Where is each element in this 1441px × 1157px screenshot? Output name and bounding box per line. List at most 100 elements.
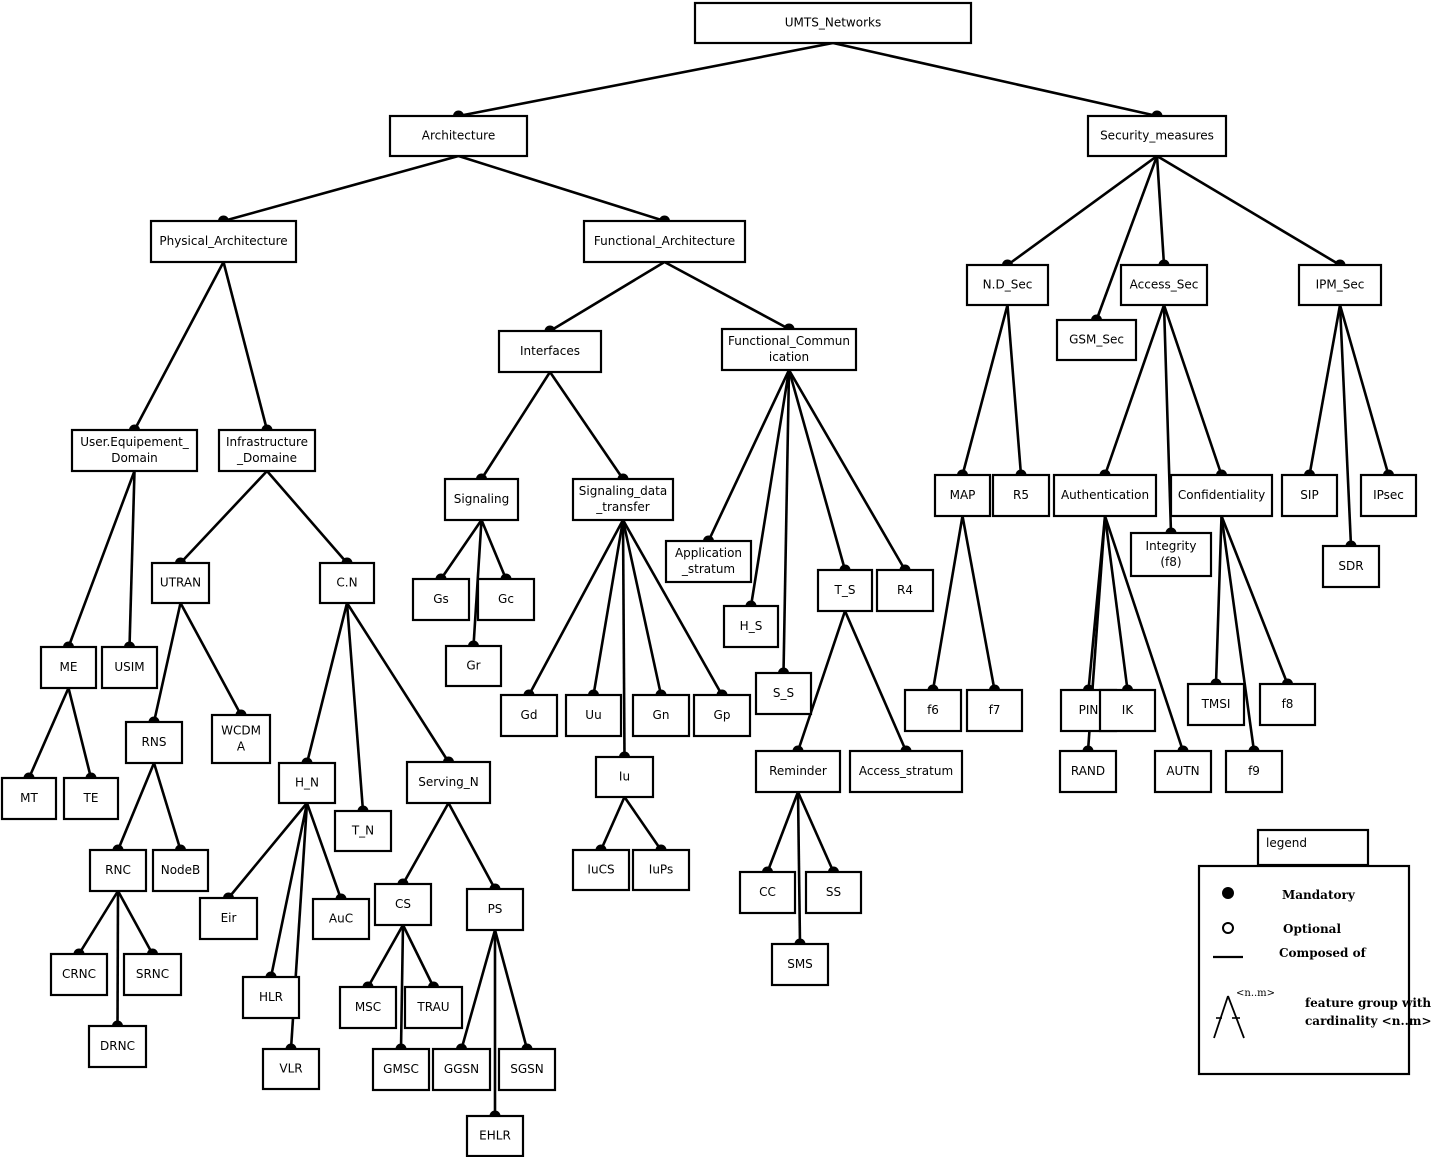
edge-map-to-f7 [961,515,996,691]
node-label-r5: R5 [1013,488,1029,502]
node-box-ipsec [1359,473,1418,518]
node-label-signaling-data-transfer-line2: _transfer [595,500,649,514]
node-label-interfaces: Interfaces [520,344,580,358]
node-label-signaling-data-transfer-line1: Signaling_data [579,484,667,498]
edge-infrastructure-domaine-to-c-n [266,470,348,564]
node-label-confidentiality: Confidentiality [1178,488,1265,502]
node-box-access-sec [1119,263,1209,307]
node-ss: SS [804,870,863,915]
node-box-crnc [49,952,109,997]
edge-map-to-f6 [931,515,964,691]
edge-ipm-sec-to-sip [1308,304,1342,476]
node-label-functional-architecture: Functional_Architecture [594,234,735,248]
node-f7: f7 [965,688,1024,733]
node-box-tmsi [1186,682,1246,727]
edge-t-s-to-reminder [796,610,847,752]
edge-security-measures-to-n-d-sec [1006,154,1158,267]
node-box-iucs [571,848,631,892]
node-r4: R4 [875,568,935,613]
node-box-c-n [318,561,376,605]
node-box-te [62,776,120,821]
node-access-sec: Access_Sec [1119,263,1209,307]
edge-access-sec-to-confidentiality [1162,304,1223,476]
node-label-functional-communication-line1: Functional_Commun [728,334,850,348]
edge-functional-communication-to-r4 [787,369,907,571]
node-label-infrastructure-domaine-line2: _Domaine [236,451,297,465]
node-label-auc: AuC [329,912,353,926]
edge-rnc-to-crnc [77,890,120,955]
node-box-t-s [816,568,874,613]
node-label-n-d-sec: N.D_Sec [983,278,1033,292]
node-label-gr: Gr [466,659,480,673]
node-label-mt: MT [20,791,38,805]
node-box-drnc [87,1024,148,1069]
node-box-sms [770,942,830,987]
node-box-f8 [1258,682,1317,727]
edge-functional-communication-to-h-s [749,369,791,607]
node-c-n: C.N [318,561,376,605]
node-box-reminder [754,749,842,794]
legend-composed-of-label: Composed of [1279,946,1367,960]
node-label-r4: R4 [897,583,913,597]
node-interfaces: Interfaces [497,329,603,374]
node-label-sms: SMS [787,957,813,971]
node-box-functional-communication [720,327,858,372]
edge-ps-to-ggsn [460,929,497,1050]
edge-security-measures-to-access-sec [1155,155,1166,266]
edge-rns-to-rnc [116,762,156,851]
node-label-integrity-f8-line1: Integrity [1146,539,1197,553]
edge-architecture-to-functional-architecture [458,154,665,223]
node-box-sgsn [497,1047,557,1092]
node-vlr: VLR [261,1047,321,1091]
node-label-crnc: CRNC [62,967,96,981]
node-ik: IK [1098,688,1157,733]
node-label-iu: Iu [619,770,630,784]
node-ggsn: GGSN [431,1047,492,1092]
node-f9: f9 [1224,749,1284,794]
node-label-te: TE [83,791,99,805]
legend-cardinality-marker: <n..m> [1236,988,1275,999]
node-nodeb: NodeB [151,848,210,893]
node-box-gr [444,644,503,688]
node-gsm-sec: GSM_Sec [1055,318,1138,362]
node-box-integrity-f8 [1129,531,1213,578]
node-box-cs [373,882,433,927]
node-label-infrastructure-domaine-line1: Infrastructure [226,435,308,449]
node-label-user-equipement-domain-line1: User.Equipement_ [80,435,190,449]
edge-user-equipement-domain-to-me [67,470,136,648]
node-gr: Gr [444,644,503,688]
node-box-utran [150,561,211,605]
node-box-trau [403,985,464,1030]
node-auc: AuC [311,897,371,941]
legend-feature-group-line2: cardinality <n..m> [1305,1014,1432,1028]
node-box-umts-networks [693,1,973,45]
node-gmsc: GMSC [371,1047,431,1092]
edge-umts-networks-to-architecture [458,41,834,118]
node-label-cc: CC [759,885,776,899]
node-box-rand [1058,749,1118,794]
node-box-user-equipement-domain [70,428,199,473]
node-box-gp [692,693,752,738]
edge-utran-to-rns [152,602,182,723]
node-label-authentication: Authentication [1061,488,1149,502]
node-user-equipement-domain: User.Equipement_Domain [70,428,199,473]
edge-rnc-to-srnc [116,890,154,955]
node-gn: Gn [631,693,691,738]
optional-symbol [1222,922,1234,934]
node-box-wcdma [210,713,272,765]
node-label-h-n: H_N [295,776,319,790]
node-h-s: H_S [722,604,780,649]
node-label-ik: IK [1122,703,1135,717]
node-n-d-sec: N.D_Sec [965,263,1050,307]
edge-security-measures-to-gsm-sec [1095,155,1159,321]
node-label-gd: Gd [521,708,538,722]
edge-me-to-te [67,687,93,779]
node-functional-architecture: Functional_Architecture [582,219,747,264]
node-box-eir [198,896,259,941]
node-t-s: T_S [816,568,874,613]
node-label-f7: f7 [989,703,1001,717]
node-drnc: DRNC [87,1024,148,1069]
edge-access-sec-to-integrity-f8 [1162,304,1173,534]
node-label-tmsi: TMSI [1201,697,1231,711]
